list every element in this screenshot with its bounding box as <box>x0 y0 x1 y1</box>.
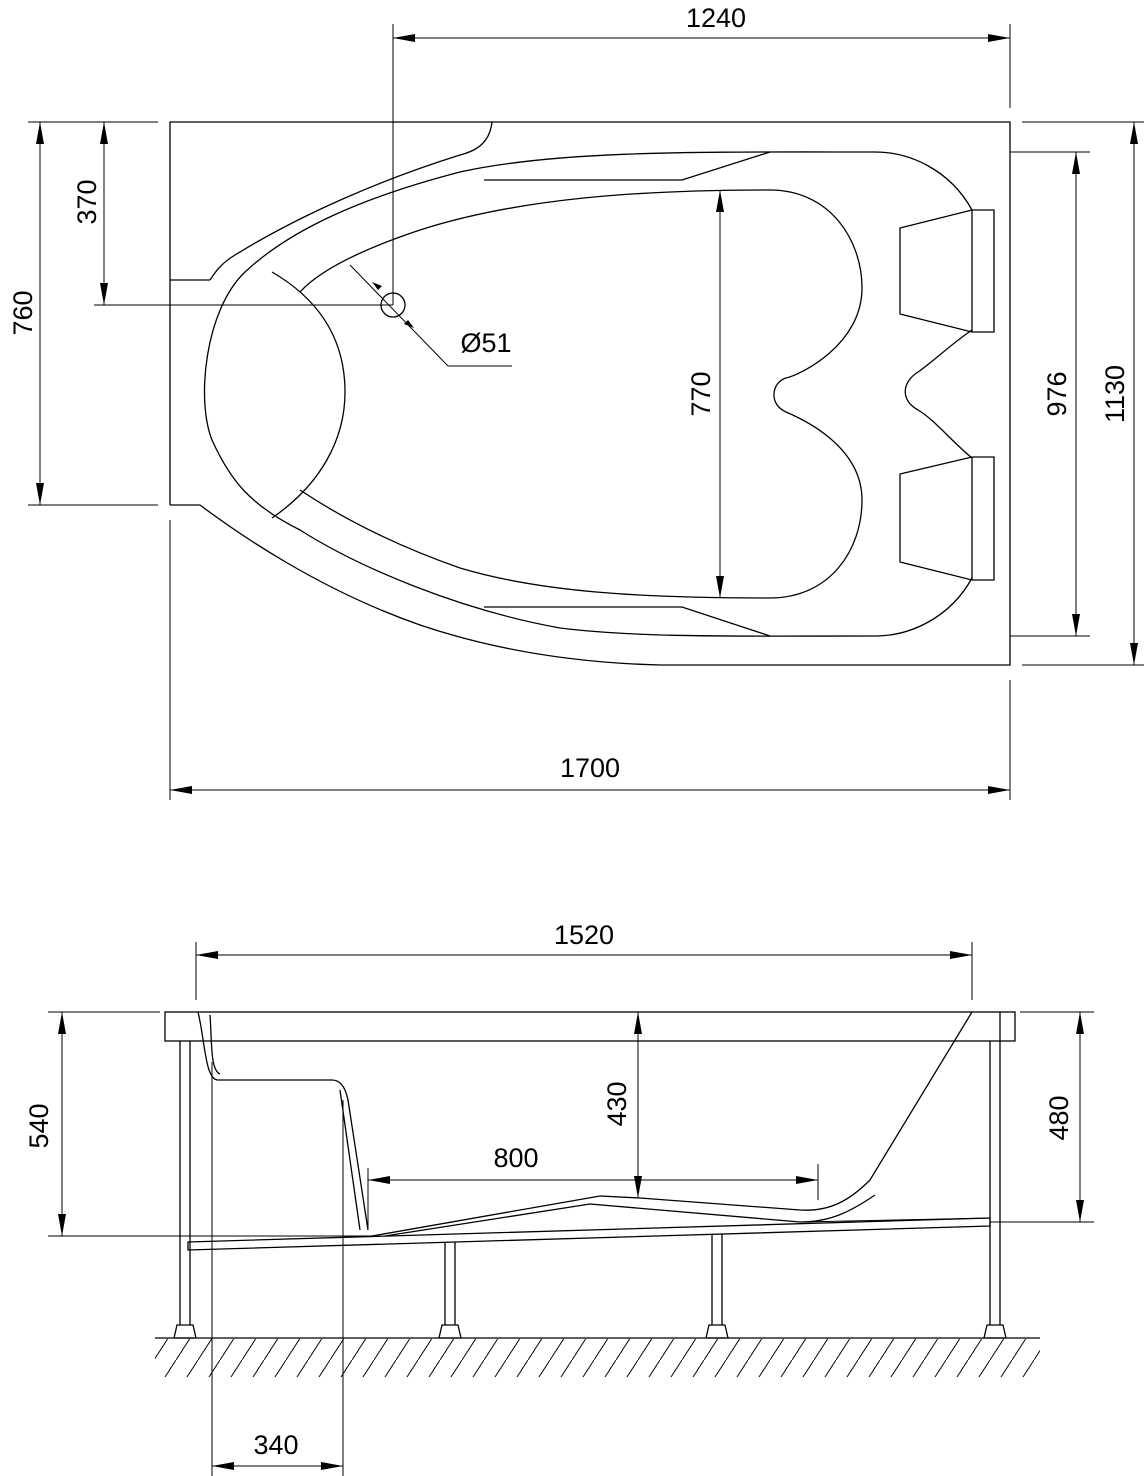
dim-label-770: 770 <box>686 371 716 416</box>
seat-line-top <box>484 151 771 181</box>
dim-label-340: 340 <box>253 1430 298 1460</box>
rim <box>164 1011 1016 1042</box>
pillow-upper <box>899 209 995 333</box>
dim-label-800: 800 <box>493 1143 538 1173</box>
dim-370: 370 <box>72 122 108 305</box>
dim-800: 800 <box>368 1143 818 1184</box>
outer-shell-curve <box>209 121 493 281</box>
center-bump <box>904 329 973 459</box>
tub-outline <box>169 121 1011 666</box>
dim-label-1520: 1520 <box>554 920 614 950</box>
top-view: 1240 1700 370 760 770 <box>8 3 1144 800</box>
leg-1 <box>173 1041 197 1339</box>
headrest-outer <box>874 151 973 211</box>
dim-1130: 1130 <box>1100 122 1138 665</box>
foot-circle <box>271 271 346 519</box>
headrest-lobes <box>769 189 863 599</box>
side-view: 1520 540 430 480 800 <box>24 920 1094 1476</box>
dim-1700: 1700 <box>170 753 1010 794</box>
headrest-outer-lower <box>874 577 973 637</box>
outer-shell-lower-curve <box>199 504 661 666</box>
leg-4 <box>983 1012 1007 1339</box>
dim-760: 760 <box>8 122 44 505</box>
dim-label-760: 760 <box>8 290 38 335</box>
dim-540: 540 <box>24 1012 66 1236</box>
leg-2 <box>438 1242 462 1339</box>
seat-slope <box>371 1011 973 1237</box>
seat-line-bottom <box>484 606 771 637</box>
dim-1240: 1240 <box>393 3 1010 42</box>
drain-diameter-label: Ø51 <box>460 328 511 358</box>
dim-label-480: 480 <box>1044 1095 1074 1140</box>
dim-label-540: 540 <box>24 1103 54 1148</box>
dim-label-1700: 1700 <box>560 753 620 783</box>
dim-976: 976 <box>1042 152 1080 636</box>
leg-3 <box>705 1234 729 1339</box>
dim-label-1240: 1240 <box>686 3 746 33</box>
pillow-lower <box>899 456 995 581</box>
dim-480: 480 <box>1044 1012 1084 1222</box>
floor-hatch <box>155 1337 1040 1377</box>
bowl-rim <box>203 151 876 637</box>
bowl-rim-inner-lower <box>299 489 771 599</box>
dim-label-1130: 1130 <box>1100 365 1130 423</box>
dim-430: 430 <box>602 1012 642 1198</box>
dim-770: 770 <box>686 190 724 598</box>
dim-340: 340 <box>212 1430 343 1470</box>
bowl-rim-inner <box>299 189 771 293</box>
dim-label-370: 370 <box>72 179 102 224</box>
tub-base <box>187 1217 991 1251</box>
dim-1520: 1520 <box>196 920 972 959</box>
tub-body-profile <box>197 1011 369 1231</box>
dim-label-976: 976 <box>1042 371 1072 416</box>
dim-label-430: 430 <box>602 1081 632 1126</box>
